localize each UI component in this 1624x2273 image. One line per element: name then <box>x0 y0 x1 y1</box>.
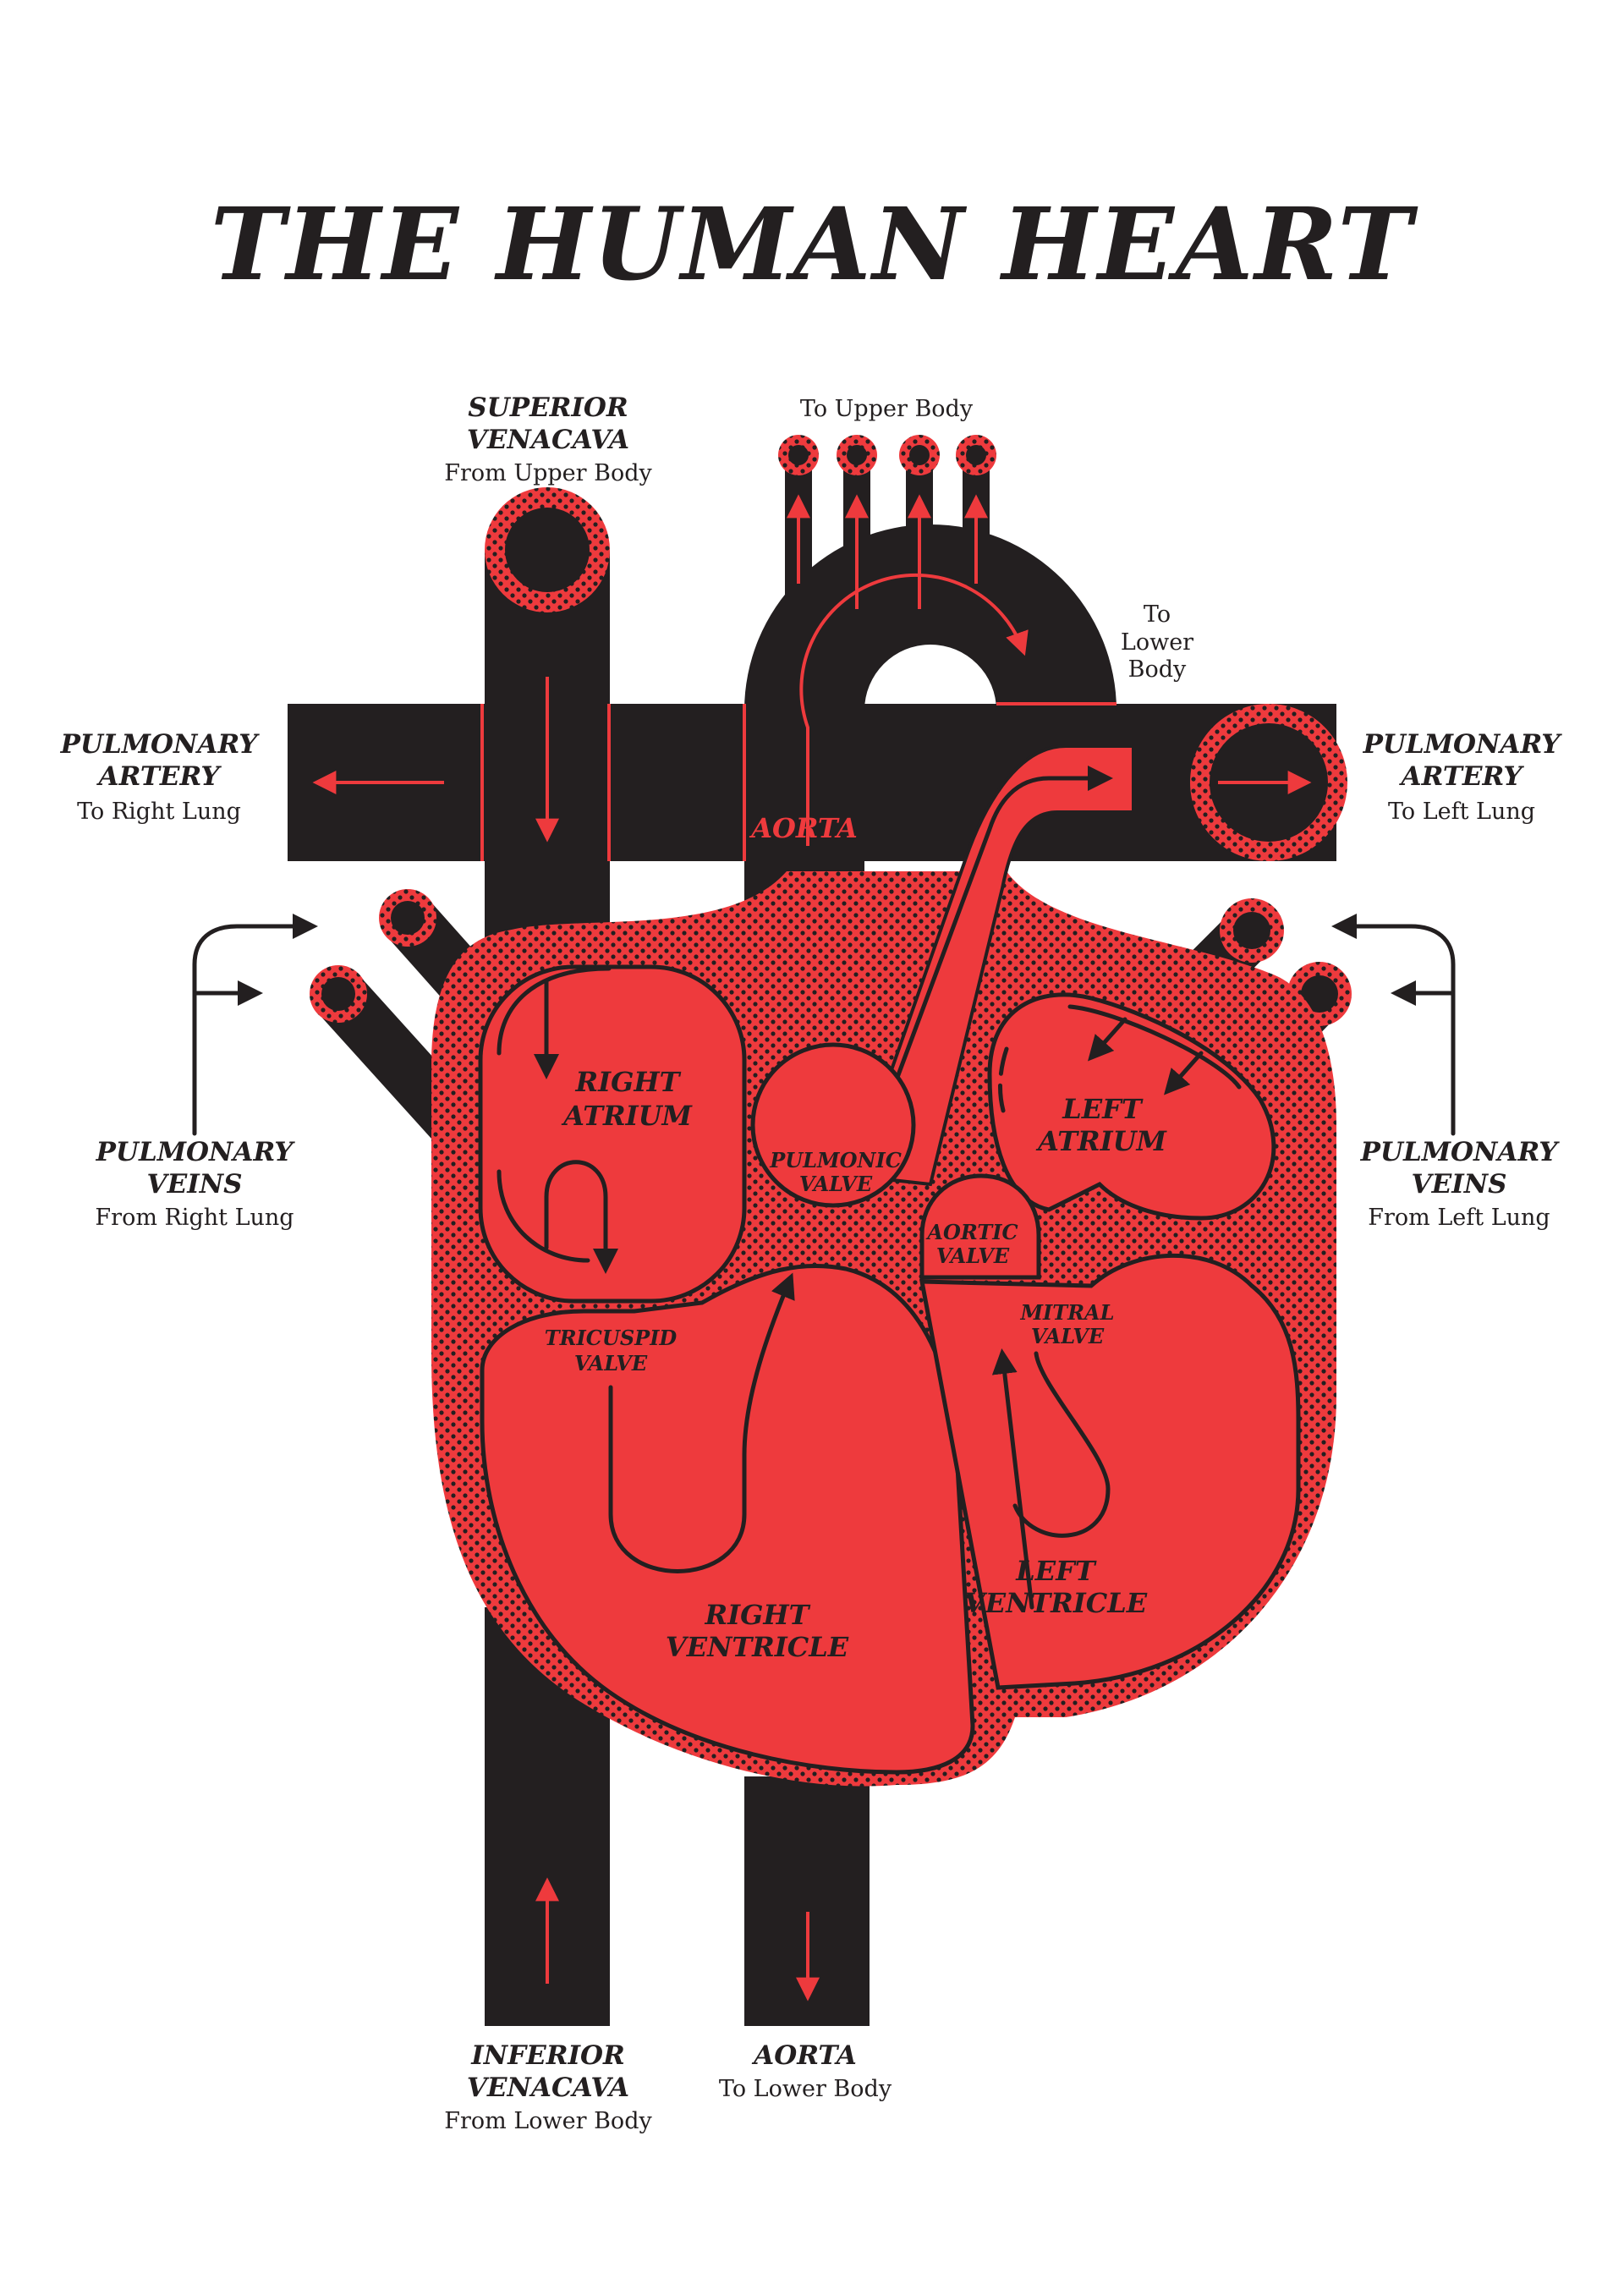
aorta-inner-label: AORTA <box>749 812 858 844</box>
left-ventricle-label: LEFT VENTRICLE <box>964 1555 1148 1619</box>
svg-text:Body: Body <box>1128 656 1187 683</box>
svg-text:VENACAVA: VENACAVA <box>467 425 629 455</box>
svg-text:To Lower Body: To Lower Body <box>719 2076 892 2102</box>
svg-text:To Left Lung: To Left Lung <box>1388 799 1535 825</box>
svg-text:To: To <box>1144 601 1171 628</box>
page-title: THE HUMAN HEART <box>211 185 1418 303</box>
svg-text:PULMONARY: PULMONARY <box>1360 1137 1561 1167</box>
left-atrium <box>987 992 1276 1221</box>
aortic-valve-label: AORTIC VALVE <box>925 1220 1018 1268</box>
svg-text:INFERIOR: INFERIOR <box>470 2040 625 2071</box>
svg-text:RIGHT: RIGHT <box>575 1066 682 1098</box>
svg-text:VENTRICLE: VENTRICLE <box>964 1587 1148 1619</box>
svg-text:From Right Lung: From Right Lung <box>95 1205 294 1231</box>
right-ventricle <box>480 1263 975 1775</box>
pulmonary-vein-leaders <box>192 914 1456 1136</box>
svg-text:VALVE: VALVE <box>799 1172 873 1196</box>
svg-text:ATRIUM: ATRIUM <box>561 1100 693 1132</box>
svg-text:MITRAL: MITRAL <box>1019 1300 1114 1325</box>
svg-text:VEINS: VEINS <box>1412 1169 1507 1200</box>
svg-text:VENTRICLE: VENTRICLE <box>666 1631 849 1663</box>
svg-text:AORTIC: AORTIC <box>925 1220 1018 1244</box>
right-atrium-label: RIGHT ATRIUM <box>561 1066 693 1132</box>
svg-text:PULMONARY: PULMONARY <box>1363 729 1563 760</box>
svg-text:PULMONIC: PULMONIC <box>769 1148 902 1172</box>
superior-venacava-label: SUPERIOR VENACAVA From Upper Body <box>444 393 652 486</box>
upper-body-branches <box>778 435 996 650</box>
svg-text:From Upper Body: From Upper Body <box>444 460 652 486</box>
pulmonary-veins-right-label: PULMONARY VEINS From Right Lung <box>95 1137 295 1231</box>
heart <box>431 744 1336 1787</box>
pulmonary-veins-left-label: PULMONARY VEINS From Left Lung <box>1360 1137 1561 1231</box>
tricuspid-valve-label: TRICUSPID VALVE <box>545 1326 678 1375</box>
svg-text:PULMONARY: PULMONARY <box>96 1137 296 1167</box>
aorta-bottom-label: AORTA To Lower Body <box>719 2040 892 2102</box>
svg-text:ARTERY: ARTERY <box>1399 761 1525 792</box>
svg-text:From Left Lung: From Left Lung <box>1368 1205 1550 1231</box>
pulmonary-artery-left-label: PULMONARY ARTERY To Left Lung <box>1363 729 1563 825</box>
svg-text:PULMONARY: PULMONARY <box>60 729 261 760</box>
to-upper-body-label: To Upper Body <box>800 396 974 422</box>
pulmonic-valve-label: PULMONIC VALVE <box>769 1148 902 1196</box>
svg-text:LEFT: LEFT <box>1015 1555 1097 1587</box>
svg-text:ARTERY: ARTERY <box>96 761 222 792</box>
svg-text:VALVE: VALVE <box>574 1351 648 1375</box>
pulmonary-trunk <box>852 744 1135 1187</box>
vessel-flow-arrows <box>312 494 1312 2001</box>
svg-text:To Right Lung: To Right Lung <box>77 799 241 825</box>
right-ventricle-label: RIGHT VENTRICLE <box>666 1599 849 1663</box>
left-atrium-label: LEFT ATRIUM <box>1035 1093 1167 1157</box>
svg-text:VEINS: VEINS <box>147 1169 243 1200</box>
svg-text:SUPERIOR: SUPERIOR <box>468 393 628 423</box>
svg-text:VALVE: VALVE <box>1031 1324 1105 1348</box>
svg-text:RIGHT: RIGHT <box>705 1599 811 1631</box>
svg-text:ATRIUM: ATRIUM <box>1035 1125 1167 1157</box>
svg-text:TRICUSPID: TRICUSPID <box>545 1326 678 1350</box>
mitral-valve-label: MITRAL VALVE <box>1019 1300 1114 1348</box>
svg-text:VALVE: VALVE <box>936 1244 1010 1268</box>
svg-text:From Lower Body: From Lower Body <box>444 2108 652 2134</box>
svg-text:Lower: Lower <box>1121 629 1193 656</box>
svg-text:VENACAVA: VENACAVA <box>467 2073 629 2103</box>
pulmonary-artery-right-label: PULMONARY ARTERY To Right Lung <box>60 729 261 825</box>
aortic-valve-chamber <box>919 1173 1041 1280</box>
svg-text:LEFT: LEFT <box>1062 1093 1144 1125</box>
inferior-venacava-label: INFERIOR VENACAVA From Lower Body <box>444 2040 652 2134</box>
right-atrium <box>478 964 747 1304</box>
svg-text:AORTA: AORTA <box>751 2040 857 2071</box>
pulmonic-valve-chamber <box>750 1042 916 1208</box>
to-lower-body-arch-label: To Lower Body <box>1121 601 1193 683</box>
